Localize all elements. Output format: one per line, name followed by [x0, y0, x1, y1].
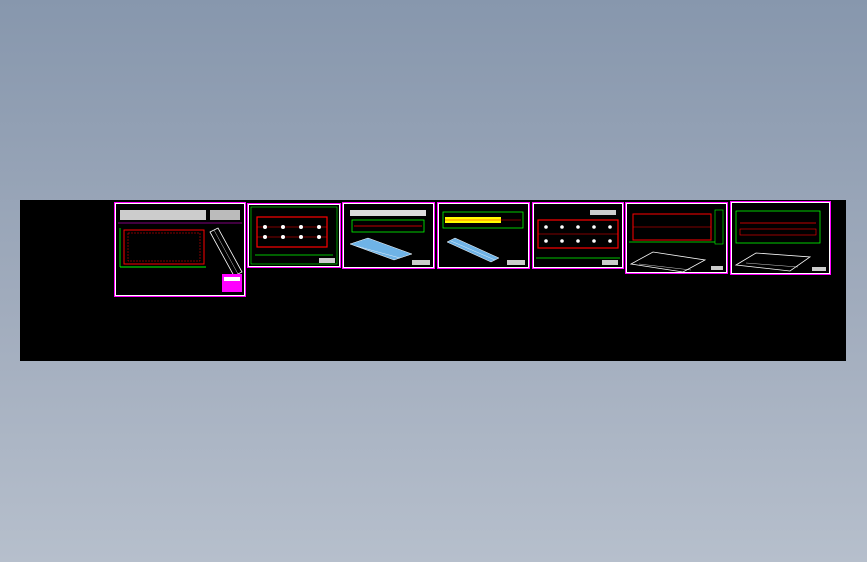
drawing-sheet-icon: [247, 203, 341, 268]
drawing-sheet-7[interactable]: [730, 201, 831, 275]
drawing-sheet-6[interactable]: [625, 202, 728, 274]
drawing-sheet-5[interactable]: [532, 202, 624, 269]
drawing-sheet-icon: [625, 202, 728, 274]
drawing-sheet-3[interactable]: [342, 202, 435, 269]
drawing-sheet-4[interactable]: [437, 202, 530, 269]
cad-model-space[interactable]: [20, 200, 846, 361]
drawing-sheet-icon: [114, 202, 246, 297]
drawing-sheet-icon: [532, 202, 624, 269]
drawing-sheet-2[interactable]: [247, 203, 341, 268]
drawing-sheet-icon: [730, 201, 831, 275]
drawing-sheet-1[interactable]: [114, 202, 246, 297]
drawing-sheet-icon: [342, 202, 435, 269]
drawing-sheet-icon: [437, 202, 530, 269]
